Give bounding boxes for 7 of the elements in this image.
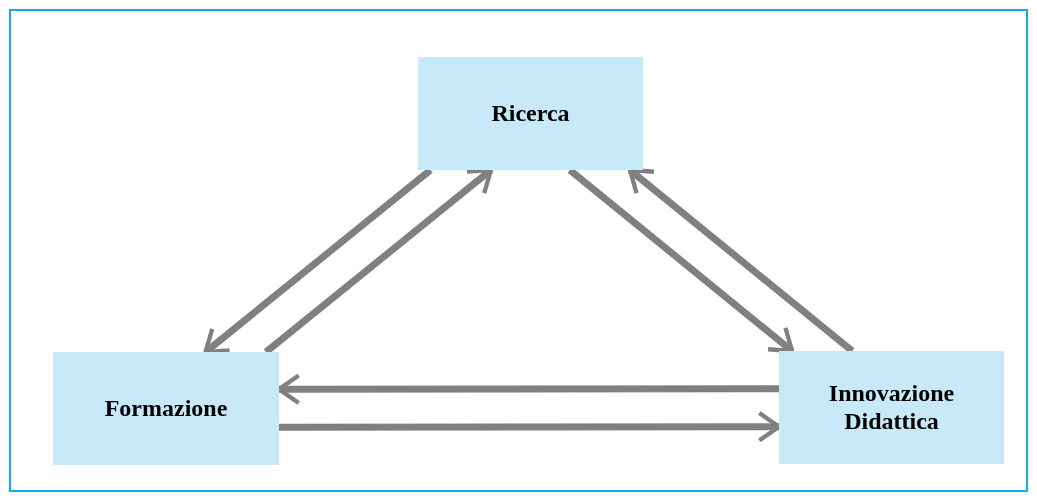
process-box — [418, 57, 643, 170]
arrow — [627, 167, 855, 354]
node-label: Ricerca — [491, 99, 570, 128]
node-label: Innovazione Didattica — [827, 379, 956, 436]
process-box — [53, 352, 279, 465]
process-box — [779, 351, 1004, 464]
node-label: Formazione — [104, 394, 228, 423]
